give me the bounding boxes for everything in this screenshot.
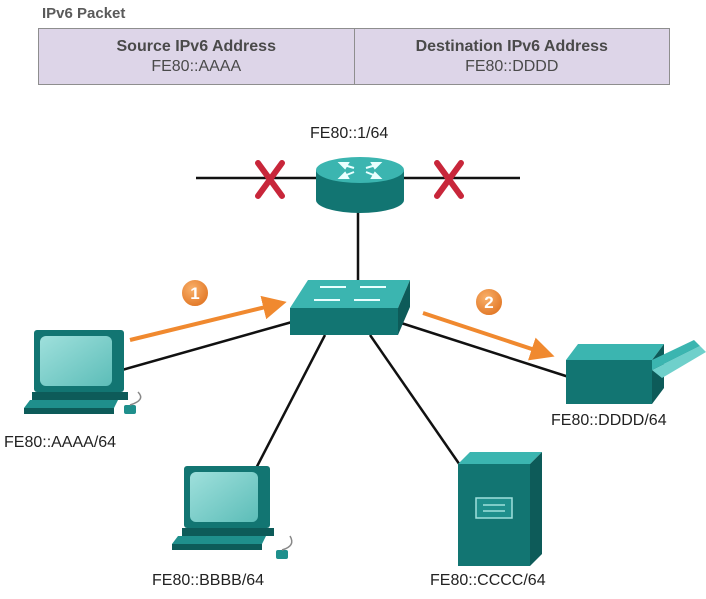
packet-title: IPv6 Packet	[42, 5, 126, 22]
link-host-d	[397, 320, 573, 380]
step-2-badge: 2	[474, 287, 504, 317]
link-host-a	[121, 320, 293, 372]
packet-header-table: Source IPv6 Address FE80::AAAA Destinati…	[38, 28, 670, 85]
host-d-address-label: FE80::DDDD/64	[551, 412, 667, 429]
router-icon	[316, 157, 404, 213]
link-host-b	[248, 334, 327, 481]
destination-address-cell: Destination IPv6 Address FE80::DDDD	[353, 29, 670, 84]
step-1-number: 1	[190, 284, 199, 303]
destination-address-value: FE80::DDDD	[465, 57, 559, 75]
source-address-cell: Source IPv6 Address FE80::AAAA	[39, 29, 354, 84]
host-b-computer-icon	[172, 466, 293, 559]
block-x-right-icon	[434, 160, 464, 199]
step-1-badge: 1	[180, 278, 210, 308]
source-address-header: Source IPv6 Address	[116, 37, 276, 55]
block-x-left-icon	[255, 160, 285, 199]
host-a-address-label: FE80::AAAA/64	[4, 434, 117, 451]
router-address-label: FE80::1/64	[310, 125, 389, 142]
host-a-computer-icon	[24, 330, 142, 414]
link-host-c	[368, 334, 464, 469]
host-b-address-label: FE80::BBBB/64	[152, 572, 265, 589]
host-d-printer-icon	[566, 340, 706, 404]
switch-icon	[290, 280, 410, 335]
source-address-value: FE80::AAAA	[151, 57, 242, 75]
step-1-arrow	[129, 295, 287, 342]
step-2-arrow	[422, 311, 555, 361]
host-c-server-icon	[458, 452, 542, 566]
destination-address-header: Destination IPv6 Address	[415, 37, 608, 55]
step-2-number: 2	[484, 293, 493, 312]
host-c-address-label: FE80::CCCC/64	[430, 572, 546, 589]
